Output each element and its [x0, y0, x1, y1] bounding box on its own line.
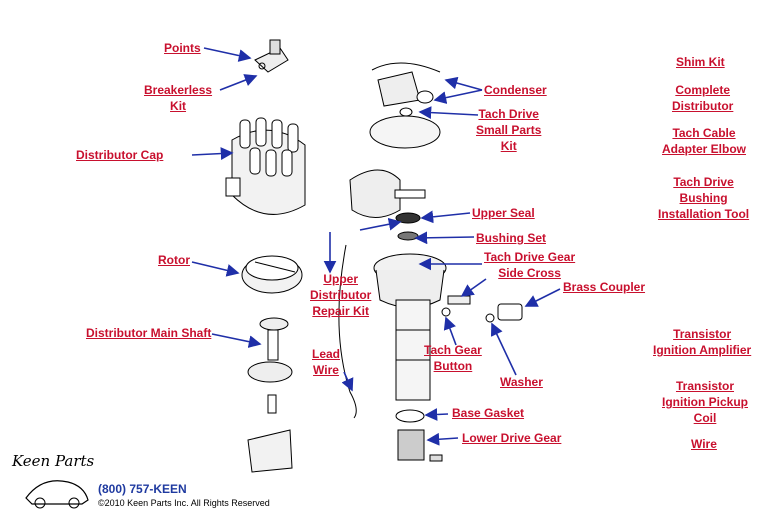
upper-dist-label-1: Upper [323, 272, 358, 286]
distributor-cap-part [225, 117, 306, 215]
upper-dist-label-3: Repair Kit [312, 304, 370, 318]
transistor-coil-label-1: Transistor [675, 379, 735, 393]
upper-seal-label: Upper Seal [472, 206, 535, 220]
condenser-part [369, 62, 441, 149]
link-points[interactable]: Points [164, 40, 201, 56]
tach-gear-button-label-1: Tach Gear [424, 343, 482, 357]
transistor-amp-label-2: Ignition Amplifier [653, 343, 752, 357]
keen-parts-logo: Keen Parts [12, 452, 95, 470]
tach-drive-small-label-3: Kit [500, 139, 517, 153]
transistor-coil-label-2: Ignition Pickup [662, 395, 748, 409]
upper-dist-label-2: Distributor [310, 288, 372, 302]
link-washer[interactable]: Washer [500, 374, 543, 390]
tach-drive-small-label-2: Small Parts [476, 123, 542, 137]
breakerless-label-1: Breakerless [144, 83, 213, 97]
link-rotor[interactable]: Rotor [158, 252, 190, 268]
points-label: Points [164, 41, 201, 55]
transistor-coil-label-3: Coil [693, 411, 717, 425]
link-base-gasket[interactable]: Base Gasket [452, 405, 524, 421]
lead-wire-label-1: Lead [312, 347, 341, 361]
tach-bushing-tool-label-3: Installation Tool [658, 207, 750, 221]
tach-drive-gear-label-2: Side Cross [498, 266, 561, 280]
copyright-text: ©2010 Keen Parts Inc. All Rights Reserve… [98, 498, 270, 508]
bushing-set-label: Bushing Set [476, 231, 547, 245]
wire-label: Wire [691, 437, 717, 451]
vacuum-advance-part [349, 169, 426, 218]
tach-drive-small-label-1: Tach Drive [478, 107, 539, 121]
rotor-part [241, 255, 303, 294]
bushing-part [397, 231, 419, 241]
lower-drive-gear-label: Lower Drive Gear [462, 431, 562, 445]
distributor-cap-label: Distributor Cap [76, 148, 164, 162]
shim-kit-label: Shim Kit [676, 55, 725, 69]
tach-drive-gear-label-1: Tach Drive Gear [484, 250, 576, 264]
link-distributor-cap[interactable]: Distributor Cap [76, 147, 163, 163]
base-gasket-part [395, 409, 425, 423]
link-distributor-main-shaft[interactable]: Distributor Main Shaft [86, 325, 211, 341]
link-bushing-set[interactable]: Bushing Set [476, 230, 546, 246]
main-shaft-part [247, 317, 293, 473]
brass-coupler-label: Brass Coupler [563, 280, 646, 294]
breakerless-label-2: Kit [170, 99, 187, 113]
phone-number: (800) 757-KEEN [98, 482, 187, 496]
tach-cable-label-1: Tach Cable [672, 126, 736, 140]
tach-bushing-tool-label-1: Tach Drive [673, 175, 734, 189]
distributor-main-shaft-label: Distributor Main Shaft [86, 326, 212, 340]
condenser-label: Condenser [484, 83, 547, 97]
complete-dist-label-1: Complete [675, 83, 731, 97]
tach-gear-button-label-2: Button [433, 359, 473, 373]
transistor-amp-label-1: Transistor [673, 327, 732, 341]
link-wire[interactable]: Wire [691, 436, 717, 452]
link-condenser[interactable]: Condenser [484, 82, 547, 98]
callout-arrows [191, 47, 561, 446]
distributor-housing-part [373, 253, 447, 401]
car-logo-icon [25, 480, 89, 509]
tach-bushing-tool-label-2: Bushing [679, 191, 728, 205]
link-brass-coupler[interactable]: Brass Coupler [563, 279, 645, 295]
lower-drive-gear-part [397, 429, 443, 462]
link-lower-drive-gear[interactable]: Lower Drive Gear [462, 430, 561, 446]
rotor-label: Rotor [158, 253, 190, 267]
base-gasket-label: Base Gasket [452, 406, 525, 420]
points-part [254, 39, 289, 73]
complete-dist-label-2: Distributor [672, 99, 734, 113]
tach-cable-label-2: Adapter Elbow [662, 142, 747, 156]
washer-label: Washer [500, 375, 543, 389]
lead-wire-label-2: Wire [313, 363, 339, 377]
link-shim-kit[interactable]: Shim Kit [676, 54, 725, 70]
tach-drive-gear-part [441, 295, 523, 323]
link-upper-seal[interactable]: Upper Seal [472, 205, 535, 221]
